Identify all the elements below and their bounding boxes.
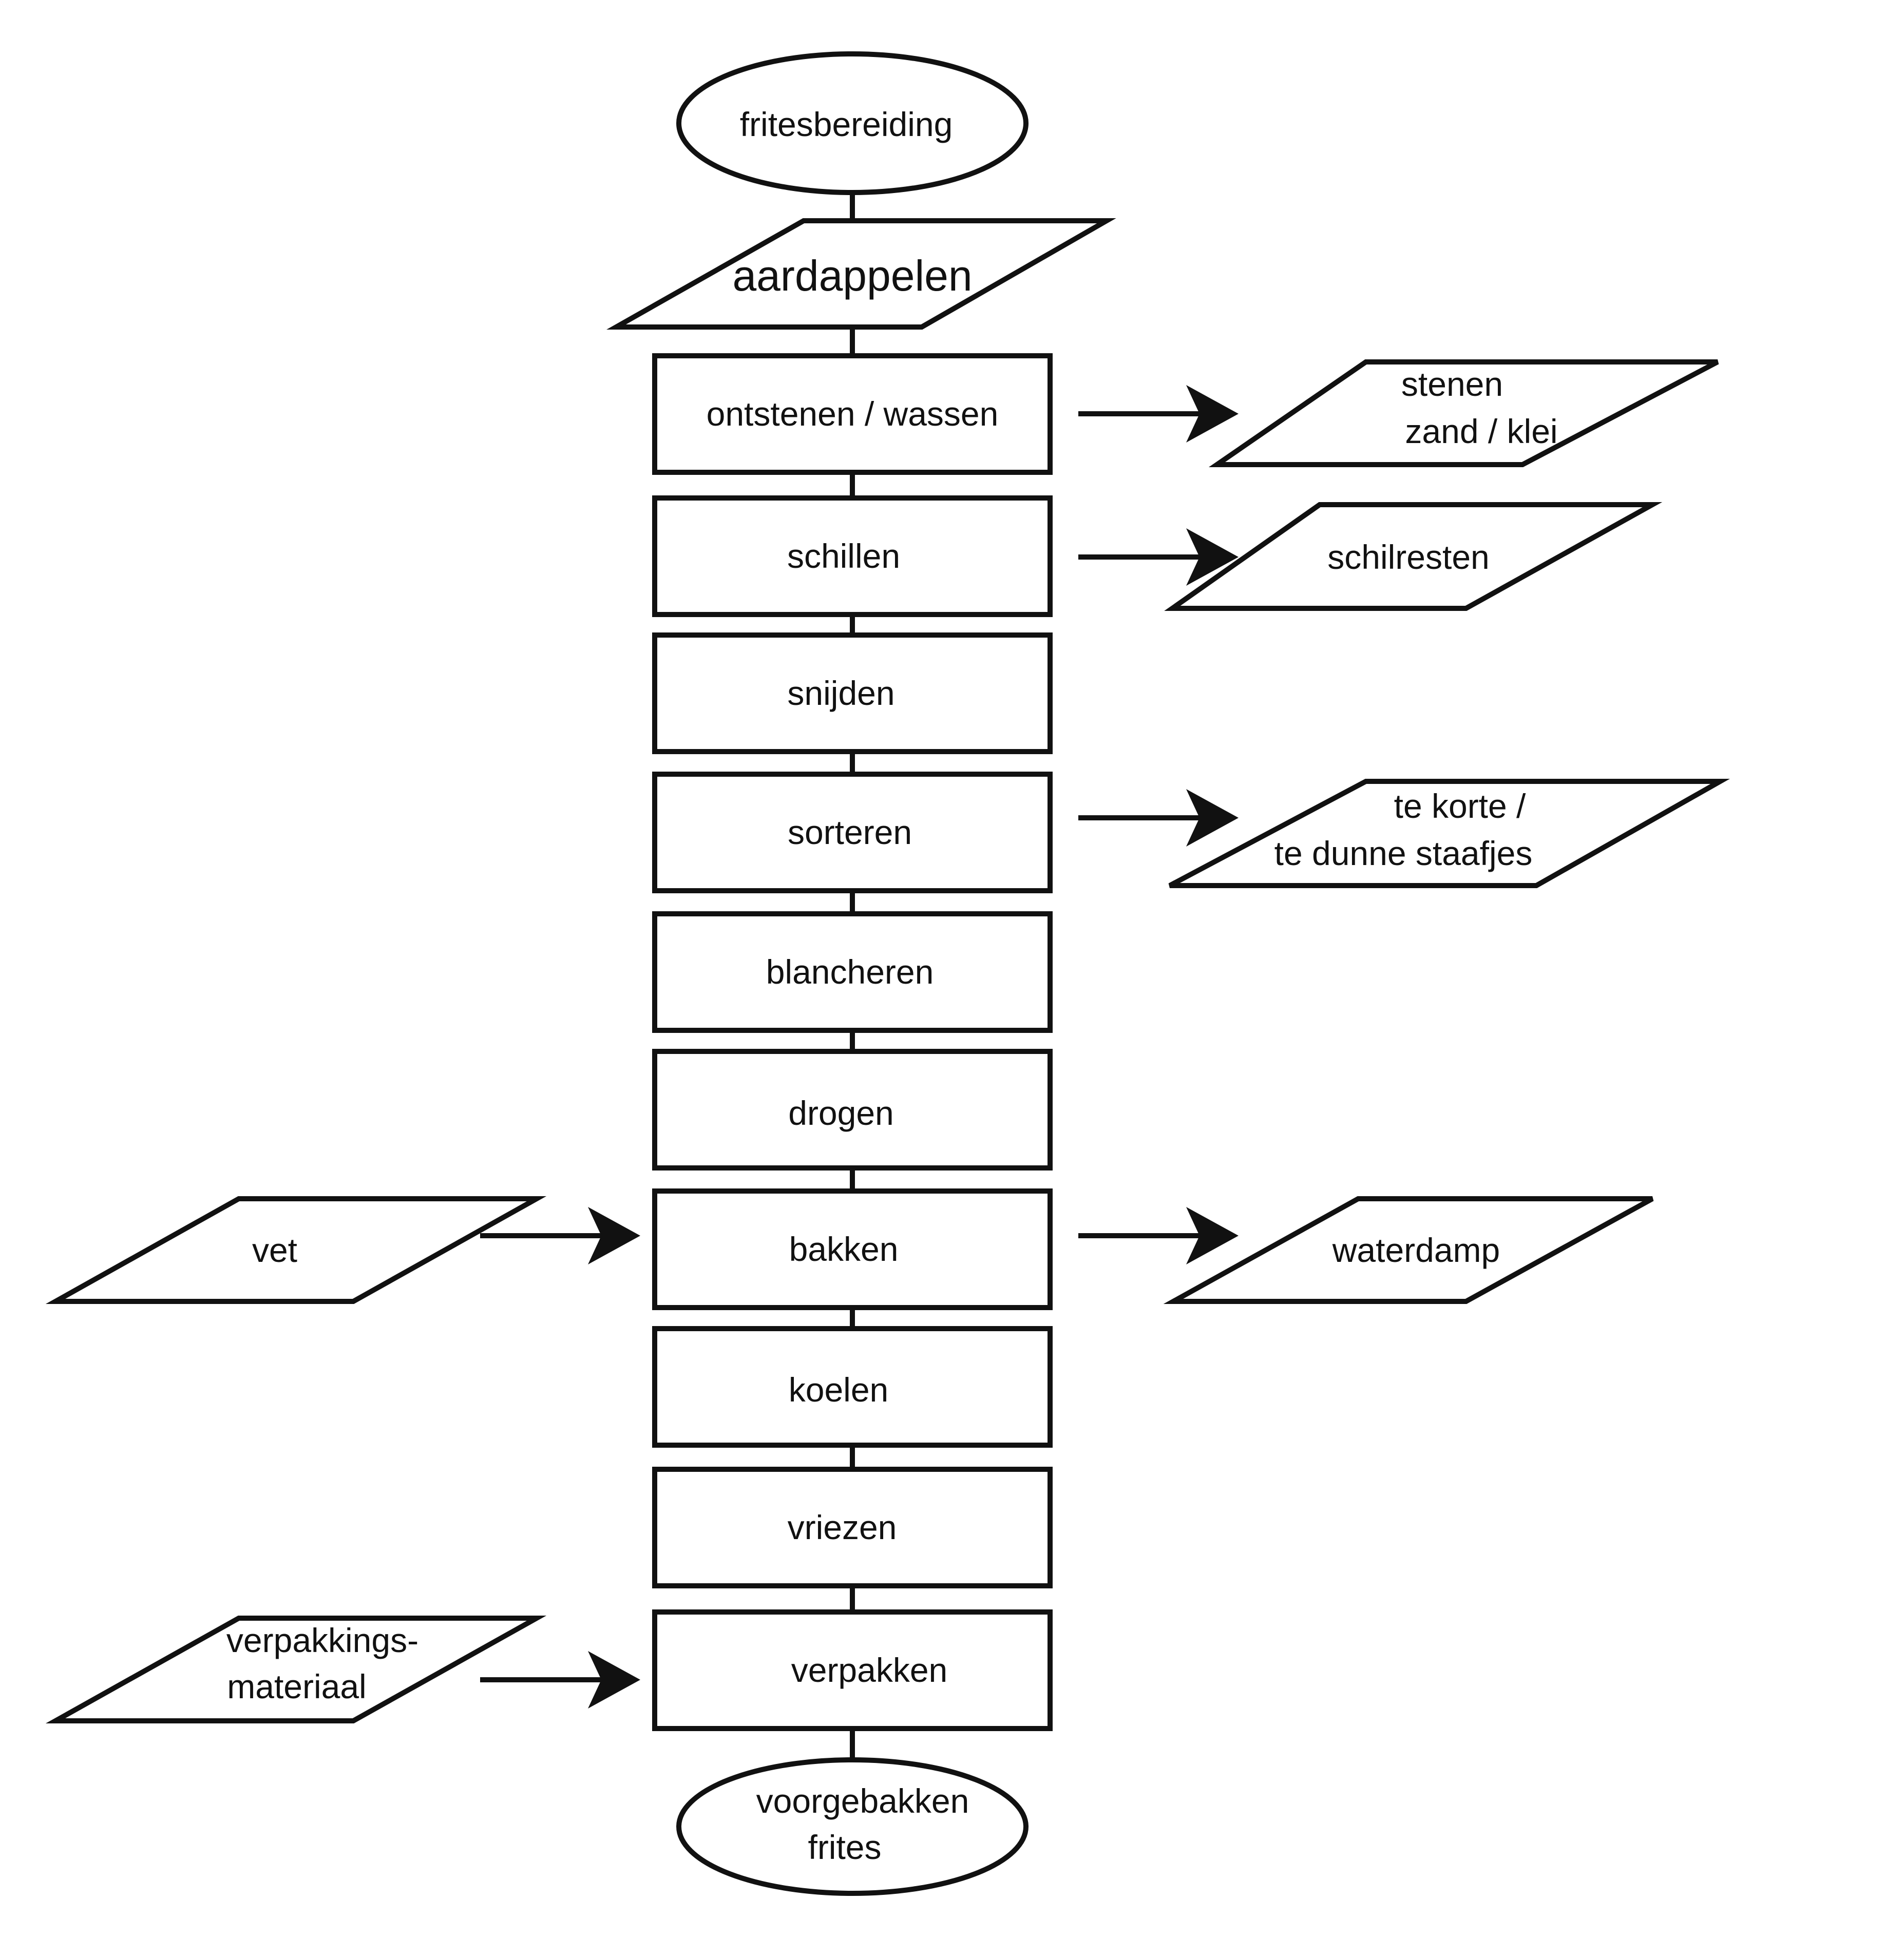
- input-label: vet: [252, 1231, 297, 1269]
- step-label: koelen: [789, 1371, 889, 1409]
- output-label: schilresten: [1327, 538, 1489, 576]
- step-vriezen: vriezen: [652, 1467, 1053, 1588]
- step-drogen: drogen: [652, 1049, 1053, 1171]
- step-koelen: koelen: [652, 1326, 1053, 1448]
- output-waterdamp: waterdamp: [1163, 1196, 1654, 1304]
- arrow-to-stenen: [1078, 385, 1239, 443]
- input-verpakkingsmateriaal: verpakkings- materiaal: [45, 1616, 547, 1723]
- output-stenen-zand-klei: stenen zand / klei: [1208, 359, 1719, 467]
- output-te-korte-te-dunne-staafjes: te korte / te dunne staafjes: [1168, 779, 1730, 888]
- input-potatoes-label: aardappelen: [732, 252, 972, 300]
- output-label-line-1: stenen: [1401, 365, 1503, 403]
- step-schillen: schillen: [652, 495, 1053, 617]
- step-ontstenen-wassen: ontstenen / wassen: [652, 353, 1053, 475]
- step-snijden: snijden: [652, 632, 1053, 754]
- arrow-from-vet: [480, 1207, 640, 1264]
- step-label: snijden: [787, 674, 894, 712]
- arrow-to-schilresten: [1078, 528, 1239, 586]
- step-blancheren: blancheren: [652, 911, 1053, 1033]
- output-label: waterdamp: [1332, 1231, 1500, 1269]
- step-label: verpakken: [791, 1651, 948, 1689]
- step-label: ontstenen / wassen: [707, 395, 999, 433]
- input-label-line-2: materiaal: [227, 1667, 366, 1705]
- start-label: fritesbereiding: [740, 105, 953, 143]
- step-label: sorteren: [788, 813, 912, 851]
- arrow-to-staafjes: [1078, 789, 1239, 847]
- input-label-line-1: verpakkings-: [226, 1621, 418, 1659]
- step-sorteren: sorteren: [652, 772, 1053, 893]
- step-label: bakken: [789, 1230, 899, 1268]
- output-label-line-2: zand / klei: [1405, 412, 1557, 450]
- output-label-line-1: te korte /: [1394, 787, 1526, 825]
- output-label-line-2: te dunne staafjes: [1274, 834, 1533, 872]
- step-label: vriezen: [788, 1508, 897, 1546]
- step-label: drogen: [788, 1094, 894, 1132]
- arrow-to-waterdamp: [1078, 1207, 1239, 1264]
- input-vet: vet: [45, 1196, 547, 1304]
- end-label-line-1: voorgebakken: [756, 1782, 969, 1820]
- output-schilresten: schilresten: [1164, 502, 1663, 611]
- input-potatoes: aardappelen: [606, 218, 1116, 330]
- step-verpakken: verpakken: [652, 1609, 1053, 1731]
- end-terminator: voorgebakken frites: [676, 1757, 1029, 1896]
- step-label: schillen: [787, 537, 900, 575]
- arrow-from-verpakkingsmateriaal: [480, 1651, 640, 1709]
- step-bakken: bakken: [652, 1188, 1053, 1310]
- end-label-line-2: frites: [808, 1828, 881, 1866]
- start-terminator: fritesbereiding: [676, 51, 1029, 195]
- step-label: blancheren: [766, 953, 934, 991]
